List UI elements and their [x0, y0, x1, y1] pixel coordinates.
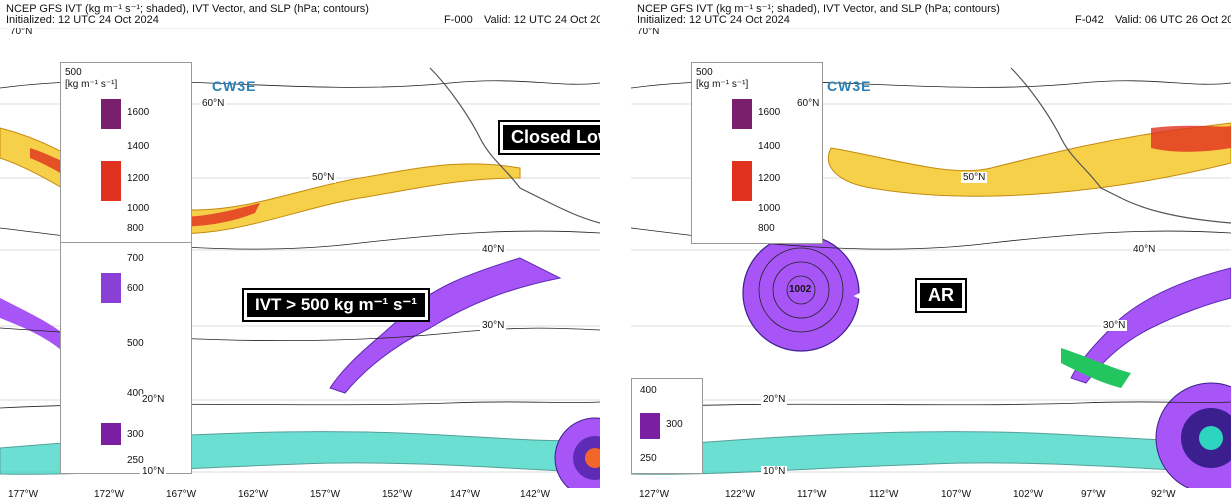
lon-label: 117°W [797, 489, 827, 500]
valid-time: Valid: 06 UTC 26 Oct 2024 [1115, 14, 1231, 26]
tropical-cyclone-eye [1199, 426, 1223, 450]
ivt-map: 500 [kg m⁻¹ s⁻¹] 1600 1400 1200 1000 800… [631, 28, 1231, 488]
coastline [1010, 67, 1231, 224]
legend-swatch-600 [101, 273, 121, 303]
lon-label: 92°W [1151, 489, 1176, 500]
ivt-legend: 500 [kg m⁻¹ s⁻¹] 1600 1400 1200 1000 800 [691, 62, 823, 244]
legend-swatch-1200 [101, 161, 121, 201]
init-time: Initialized: 12 UTC 24 Oct 2024 [637, 14, 790, 26]
valid-time: Valid: 12 UTC 24 Oct 2024 [484, 14, 600, 26]
ar-callout: AR [915, 278, 967, 313]
legend-label-1400: 1400 [127, 141, 150, 152]
legend-label-300: 300 [666, 419, 683, 430]
legend-label-600: 600 [127, 283, 144, 294]
panel-title: NCEP GFS IVT (kg m⁻¹ s⁻¹; shaded), IVT V… [6, 3, 369, 15]
lon-label: 112°W [869, 489, 899, 500]
legend-label-1600: 1600 [127, 107, 150, 118]
longitude-axis: 177°W 172°W 167°W 162°W 157°W 152°W 147°… [0, 488, 600, 500]
cw3e-logo: CW3E [827, 78, 872, 94]
lon-label: 172°W [94, 489, 125, 500]
ivt-plume [1070, 267, 1231, 384]
legend-swatch-1600 [101, 99, 121, 129]
lon-label: 152°W [382, 489, 413, 500]
legend-swatch-300 [101, 423, 121, 445]
legend-swatch-300 [640, 413, 660, 439]
legend-swatch-1600 [732, 99, 752, 129]
lon-label: 162°W [238, 489, 269, 500]
legend-label-700: 700 [127, 253, 144, 264]
legend-unit-value: 500 [65, 67, 82, 78]
lon-label: 167°W [166, 489, 197, 500]
lat-label-20n: 20°N [140, 394, 167, 405]
legend-label-1200: 1200 [127, 173, 150, 184]
legend-label-250: 250 [640, 453, 657, 464]
lat-label-50n: 50°N [310, 172, 337, 183]
ivt-legend-lower: 700 600 500 400 300 250 [60, 242, 192, 474]
ivt-green-band [1061, 348, 1131, 388]
legend-unit: [kg m⁻¹ s⁻¹] [65, 79, 118, 90]
closed-low-callout: Closed Low [497, 120, 600, 155]
lon-label: 127°W [639, 489, 670, 500]
ivt-threshold-callout: IVT > 500 kg m⁻¹ s⁻¹ [241, 288, 431, 322]
ivt-legend: 500 [kg m⁻¹ s⁻¹] 1600 1400 1200 1000 800 [60, 62, 192, 244]
ivt-panel-f042: NCEP GFS IVT (kg m⁻¹ s⁻¹; shaded), IVT V… [631, 0, 1231, 500]
lon-label: 177°W [8, 489, 39, 500]
cw3e-logo: CW3E [212, 78, 257, 94]
lon-label: 97°W [1081, 489, 1106, 500]
lat-label-30n: 30°N [1101, 320, 1128, 331]
longitude-axis: 127°W 122°W 117°W 112°W 107°W 102°W 97°W… [631, 488, 1231, 500]
legend-label-500: 500 [127, 338, 144, 349]
legend-unit-value: 500 [696, 67, 713, 78]
legend-label-1000: 1000 [127, 203, 150, 214]
lon-label: 147°W [450, 489, 481, 500]
legend-label-400: 400 [640, 385, 657, 396]
legend-label-300: 300 [127, 429, 144, 440]
ivt-tropical [631, 431, 1231, 475]
legend-label-800: 800 [758, 223, 775, 234]
ar-arrow [853, 286, 913, 306]
lat-label-10n: 10°N [140, 466, 167, 477]
map-canvas [631, 28, 1231, 488]
lat-label-20n: 20°N [761, 394, 788, 405]
ivt-plume [329, 257, 562, 394]
legend-swatch-1200 [732, 161, 752, 201]
lat-label-60n: 60°N [795, 98, 822, 109]
init-time: Initialized: 12 UTC 24 Oct 2024 [6, 14, 159, 26]
lat-label-50n: 50°N [961, 172, 988, 183]
closed-low-contours [758, 247, 844, 333]
lat-label-30n: 30°N [480, 320, 507, 331]
legend-unit: [kg m⁻¹ s⁻¹] [696, 79, 749, 90]
legend-label-1200: 1200 [758, 173, 781, 184]
lat-label-10n: 10°N [761, 466, 788, 477]
tropical-cyclone-eye [585, 448, 600, 468]
ivt-legend-lower: 400 300 250 [631, 378, 703, 474]
lon-label: 122°W [725, 489, 756, 500]
legend-label-250: 250 [127, 455, 144, 466]
coastline [429, 67, 600, 224]
lat-label-70n: 70°N [8, 28, 35, 37]
lat-label-40n: 40°N [1131, 244, 1158, 255]
legend-label-1600: 1600 [758, 107, 781, 118]
lat-label-70n: 70°N [635, 28, 662, 37]
legend-label-800: 800 [127, 223, 144, 234]
ivt-band-north [828, 122, 1231, 197]
ivt-panel-f000: NCEP GFS IVT (kg m⁻¹ s⁻¹; shaded), IVT V… [0, 0, 600, 500]
lon-label: 102°W [1013, 489, 1044, 500]
forecast-hour: F-042 [1075, 14, 1104, 26]
lon-label: 157°W [310, 489, 341, 500]
slp-center-label: 1002 [789, 284, 812, 295]
legend-label-400: 400 [127, 388, 144, 399]
lon-label: 107°W [941, 489, 972, 500]
lat-label-60n: 60°N [200, 98, 227, 109]
legend-label-1400: 1400 [758, 141, 781, 152]
ivt-map: 500 [kg m⁻¹ s⁻¹] 1600 1400 1200 1000 800… [0, 28, 600, 488]
forecast-hour: F-000 [444, 14, 473, 26]
panel-title: NCEP GFS IVT (kg m⁻¹ s⁻¹; shaded), IVT V… [637, 3, 1000, 15]
lon-label: 142°W [520, 489, 551, 500]
ivt-core-north [1151, 125, 1231, 152]
legend-label-1000: 1000 [758, 203, 781, 214]
lat-label-40n: 40°N [480, 244, 507, 255]
